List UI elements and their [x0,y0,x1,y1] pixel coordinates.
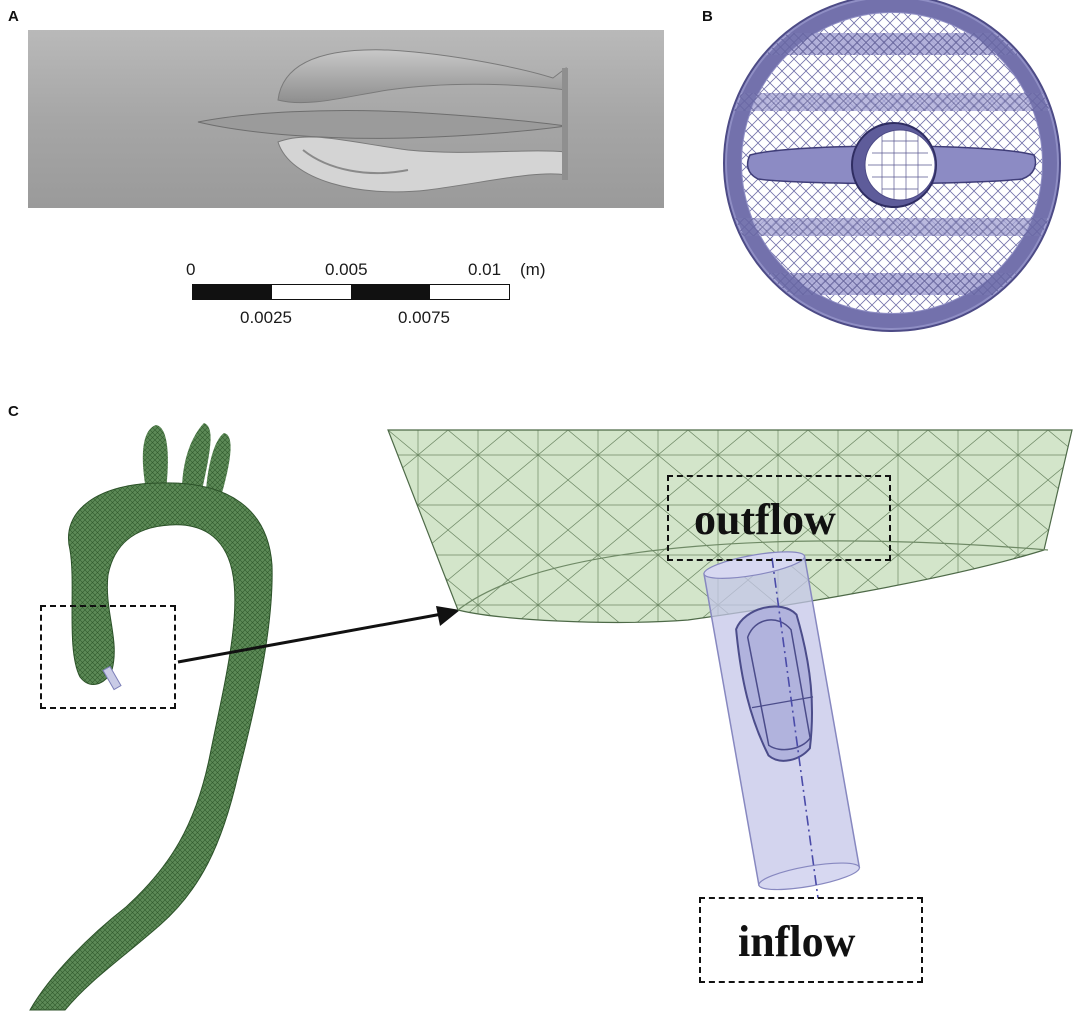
scale-tick-0005: 0.005 [325,260,368,279]
scale-tick-00075: 0.0075 [398,308,450,327]
aorta-mesh-model [29,423,273,1011]
zoom-arrow [177,606,460,664]
zoom-region-box [40,605,176,709]
scale-tick-001: 0.01 [468,260,502,279]
scale-segment-3 [351,285,430,299]
panel-label-a: A [8,8,19,25]
scale-segment-2 [272,285,351,299]
inflow-box [699,897,923,983]
scale-unit: (m) [520,260,546,279]
outflow-box [667,475,891,561]
scale-tick-0: 0 [186,260,196,279]
device-render-panel [28,30,664,208]
aorta-body [29,482,273,1011]
panel-label-c: C [8,403,19,420]
upper-blade [277,49,567,104]
device-tube [703,551,861,899]
scale-segment-1 [193,285,272,299]
scale-bar [192,284,510,300]
panel-label-b: B [702,8,713,25]
scale-segment-4 [430,285,509,299]
mesh-cross-section [723,0,1061,332]
outflow-label: outflow [694,495,836,544]
inflow-label: inflow [738,917,856,966]
scale-tick-00025: 0.0025 [240,308,292,327]
